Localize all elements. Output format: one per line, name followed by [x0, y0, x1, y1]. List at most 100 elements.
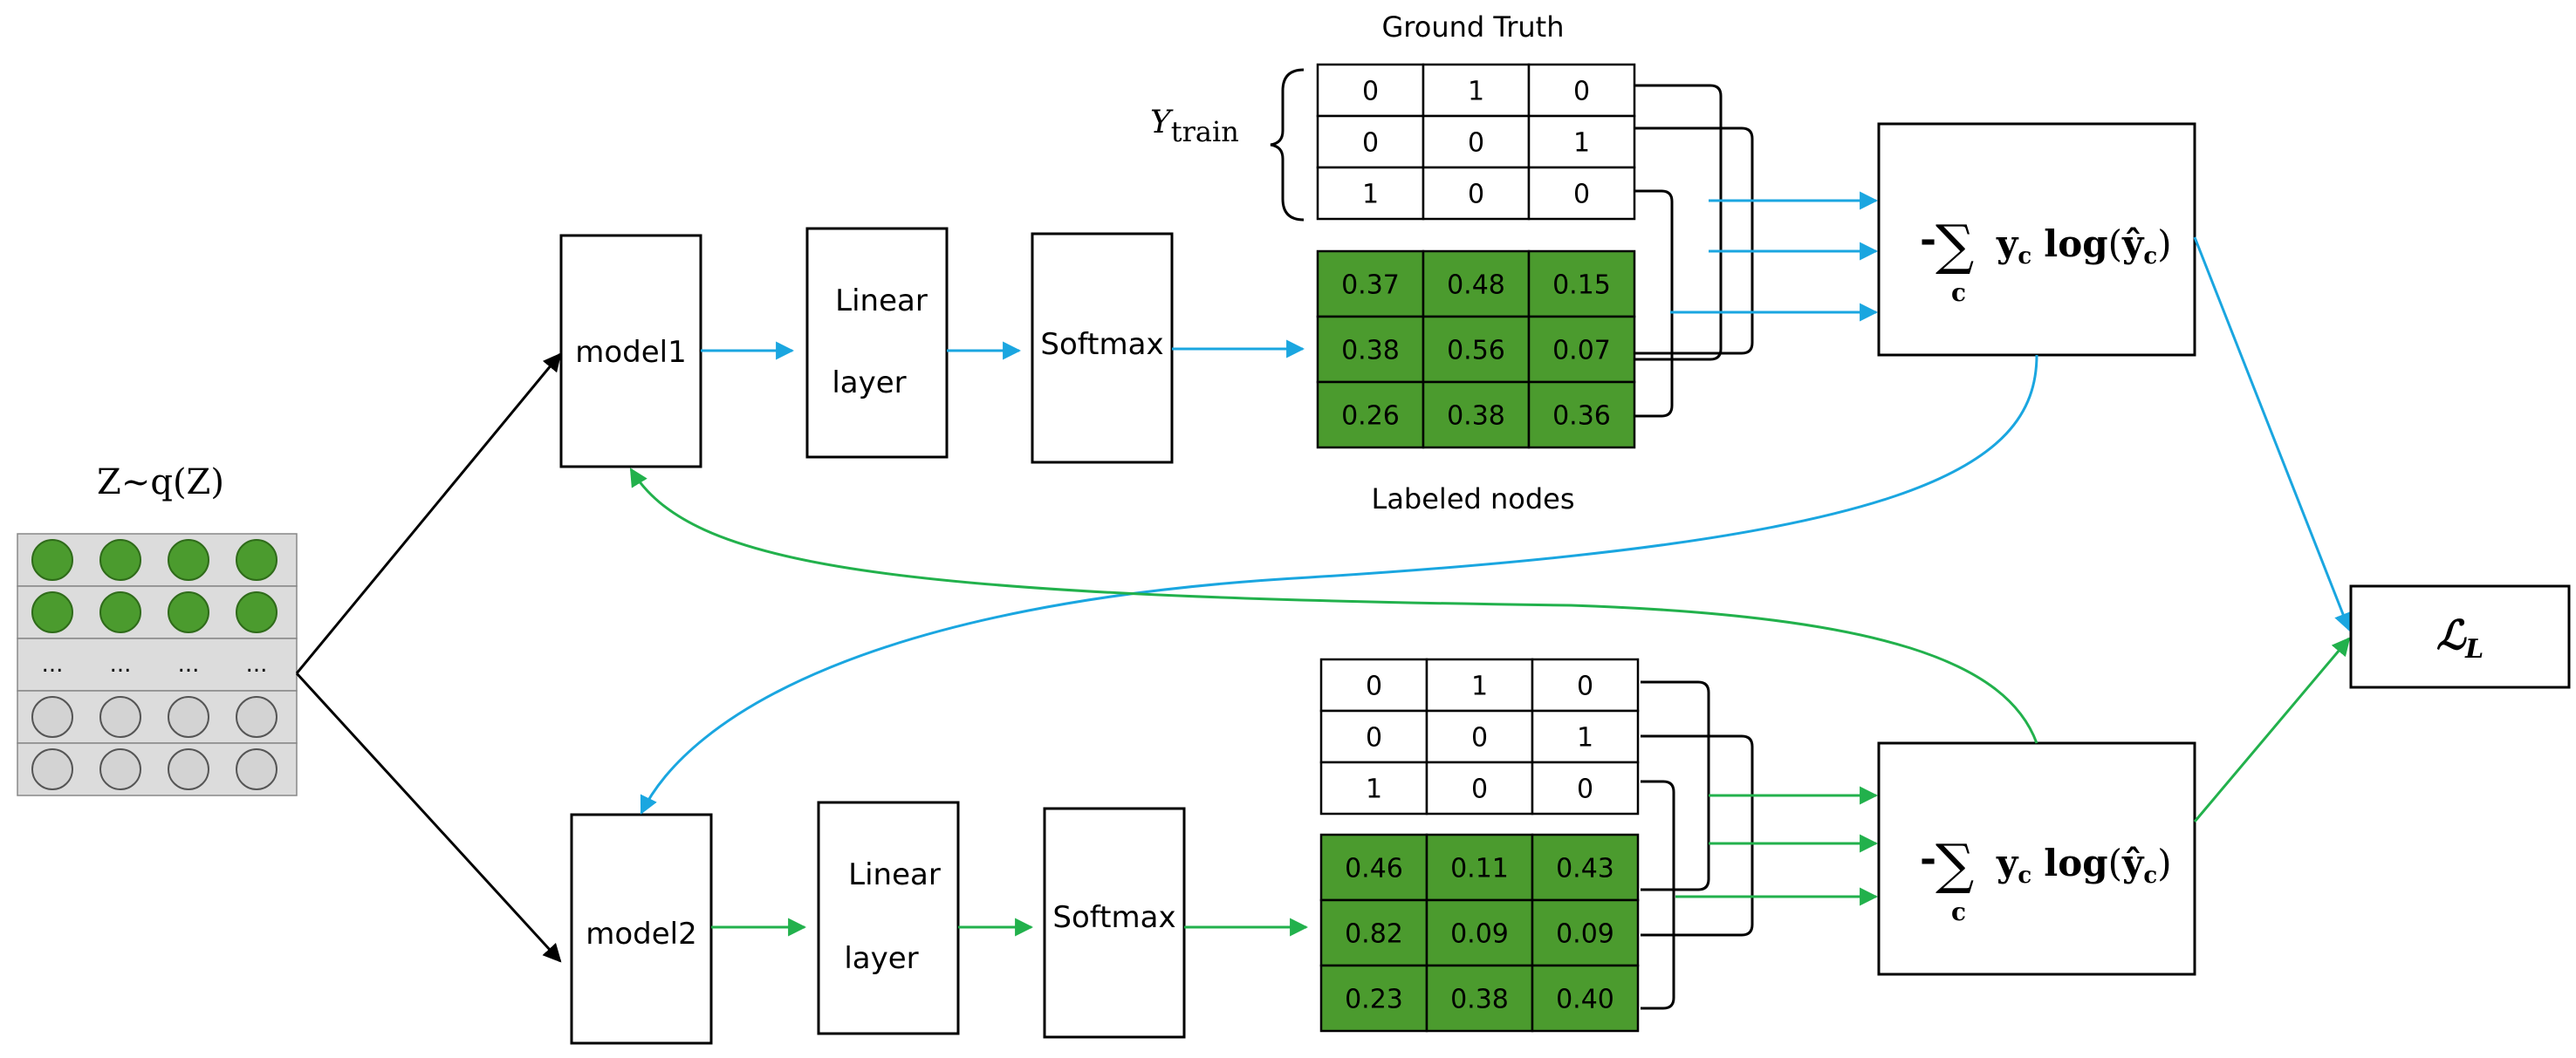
latent-ellipsis: ... [110, 652, 132, 678]
prediction-1-value: 0.37 [1341, 270, 1400, 301]
prediction-2-cell [1319, 898, 1428, 967]
linear-layer-1-box [805, 227, 949, 459]
loss1-to-model2-feedback-arrow [640, 354, 2038, 815]
ground-truth-1-value: 1 [1573, 128, 1590, 159]
prediction-2-cell [1425, 833, 1534, 902]
svg-text:c: c [1951, 898, 1966, 926]
model1-box [559, 234, 702, 468]
unlabeled-node-circle [31, 696, 73, 738]
svg-text:-: - [1920, 215, 1936, 263]
unlabeled-node-circle [168, 748, 209, 790]
ground-truth-2-cell [1531, 709, 1640, 764]
labeled-node-circle [31, 539, 73, 581]
prediction-1-value: 0.36 [1552, 401, 1611, 432]
ground-truth-1-value: 0 [1573, 77, 1590, 107]
branch-1: model1 Linear layer Softmax Ground Truth… [559, 10, 2196, 515]
prediction-1-cell [1527, 249, 1636, 318]
labeled-node-circle [168, 539, 209, 581]
svg-text:∑: ∑ [1935, 832, 1974, 896]
ground-truth-title: Ground Truth [1382, 10, 1565, 44]
prediction-2-value: 0.43 [1556, 854, 1614, 884]
ground-truth-1-cell [1422, 63, 1531, 118]
prediction-2-value: 0.09 [1450, 919, 1509, 950]
prediction-1-value: 0.38 [1341, 336, 1400, 366]
latent-row [17, 638, 298, 692]
unlabeled-node-circle [31, 748, 73, 790]
final-loss-label: ℒL [2436, 611, 2484, 665]
latent-ellipsis: ... [246, 652, 268, 678]
svg-text:-: - [1920, 835, 1936, 882]
prediction-1-cell [1422, 249, 1531, 318]
final-loss-box [2349, 584, 2571, 689]
latent-to-model1-arrow [295, 352, 562, 674]
labeled-node-circle [31, 591, 73, 633]
svg-text:c: c [1951, 278, 1966, 307]
prediction-2-cell [1531, 898, 1640, 967]
unlabeled-node-circle [99, 696, 141, 738]
unlabeled-node-circle [236, 748, 277, 790]
labeled-node-circle [236, 591, 277, 633]
ground-truth-1-value: 0 [1362, 128, 1379, 159]
prediction-2-value: 0.40 [1556, 985, 1614, 1015]
prediction-2-cell [1425, 964, 1534, 1033]
labeled-node-circle [99, 539, 141, 581]
loss2-to-final-arrow [2193, 637, 2351, 823]
ground-truth-2-cell [1531, 761, 1640, 816]
cross-entropy-loss-2-box [1877, 741, 2196, 976]
ground-truth-1-cell [1422, 114, 1531, 169]
prediction-2-value: 0.38 [1450, 985, 1509, 1015]
ground-truth-2-value: 0 [1577, 775, 1593, 805]
model2-box [570, 813, 713, 1045]
prediction-2-value: 0.82 [1345, 919, 1403, 950]
pair-bracket-2a [1641, 680, 1710, 891]
latent-node-grid: ............ [17, 533, 298, 796]
ground-truth-2-value: 0 [1366, 672, 1382, 702]
prediction-2-value: 0.23 [1345, 985, 1403, 1015]
ground-truth-1-value: 1 [1362, 180, 1379, 210]
labeled-nodes-label: Labeled nodes [1371, 482, 1574, 515]
latent-to-model2-arrow [295, 672, 562, 963]
latent-ellipsis: ... [42, 652, 64, 678]
pair-bracket-1a [1634, 84, 1723, 361]
pair-bracket-1c [1634, 189, 1674, 418]
ground-truth-2-value: 0 [1471, 723, 1488, 754]
prediction-1-cell [1316, 249, 1425, 318]
prediction-1-value: 0.15 [1552, 270, 1611, 301]
loss2-to-model1-feedback-arrow [629, 468, 2038, 744]
ground-truth-2-value: 0 [1577, 672, 1593, 702]
linear-layer-2-box [817, 801, 960, 1035]
ground-truth-1-value: 0 [1573, 180, 1590, 210]
linear-layer-1-label-line1: Linear [835, 283, 928, 318]
ground-truth-2-cell [1319, 709, 1428, 764]
prediction-2-value: 0.09 [1556, 919, 1614, 950]
ground-truth-2-value: 1 [1366, 775, 1382, 805]
cross-entropy-loss-1-box [1877, 122, 2196, 357]
prediction-1-value: 0.07 [1552, 336, 1611, 366]
pair-bracket-2b [1641, 734, 1754, 937]
labeled-node-circle [236, 539, 277, 581]
linear-layer-2-label-line2: layer [844, 941, 918, 976]
model1-label: model1 [575, 335, 687, 370]
ground-truth-2-value: 1 [1577, 723, 1593, 754]
prediction-1-value: 0.26 [1341, 401, 1400, 432]
ground-truth-1-value: 0 [1468, 180, 1484, 210]
svg-text:∑: ∑ [1935, 213, 1974, 276]
ground-truth-1-cell [1527, 114, 1636, 169]
ground-truth-1-value: 0 [1362, 77, 1379, 107]
prediction-1-value: 0.56 [1447, 336, 1505, 366]
prediction-1-value: 0.38 [1447, 401, 1505, 432]
labeled-node-circle [168, 591, 209, 633]
softmax-2-box [1043, 807, 1186, 1039]
unlabeled-node-circle [99, 748, 141, 790]
softmax-2-label: Softmax [1052, 900, 1175, 935]
model2-label: model2 [586, 917, 697, 952]
